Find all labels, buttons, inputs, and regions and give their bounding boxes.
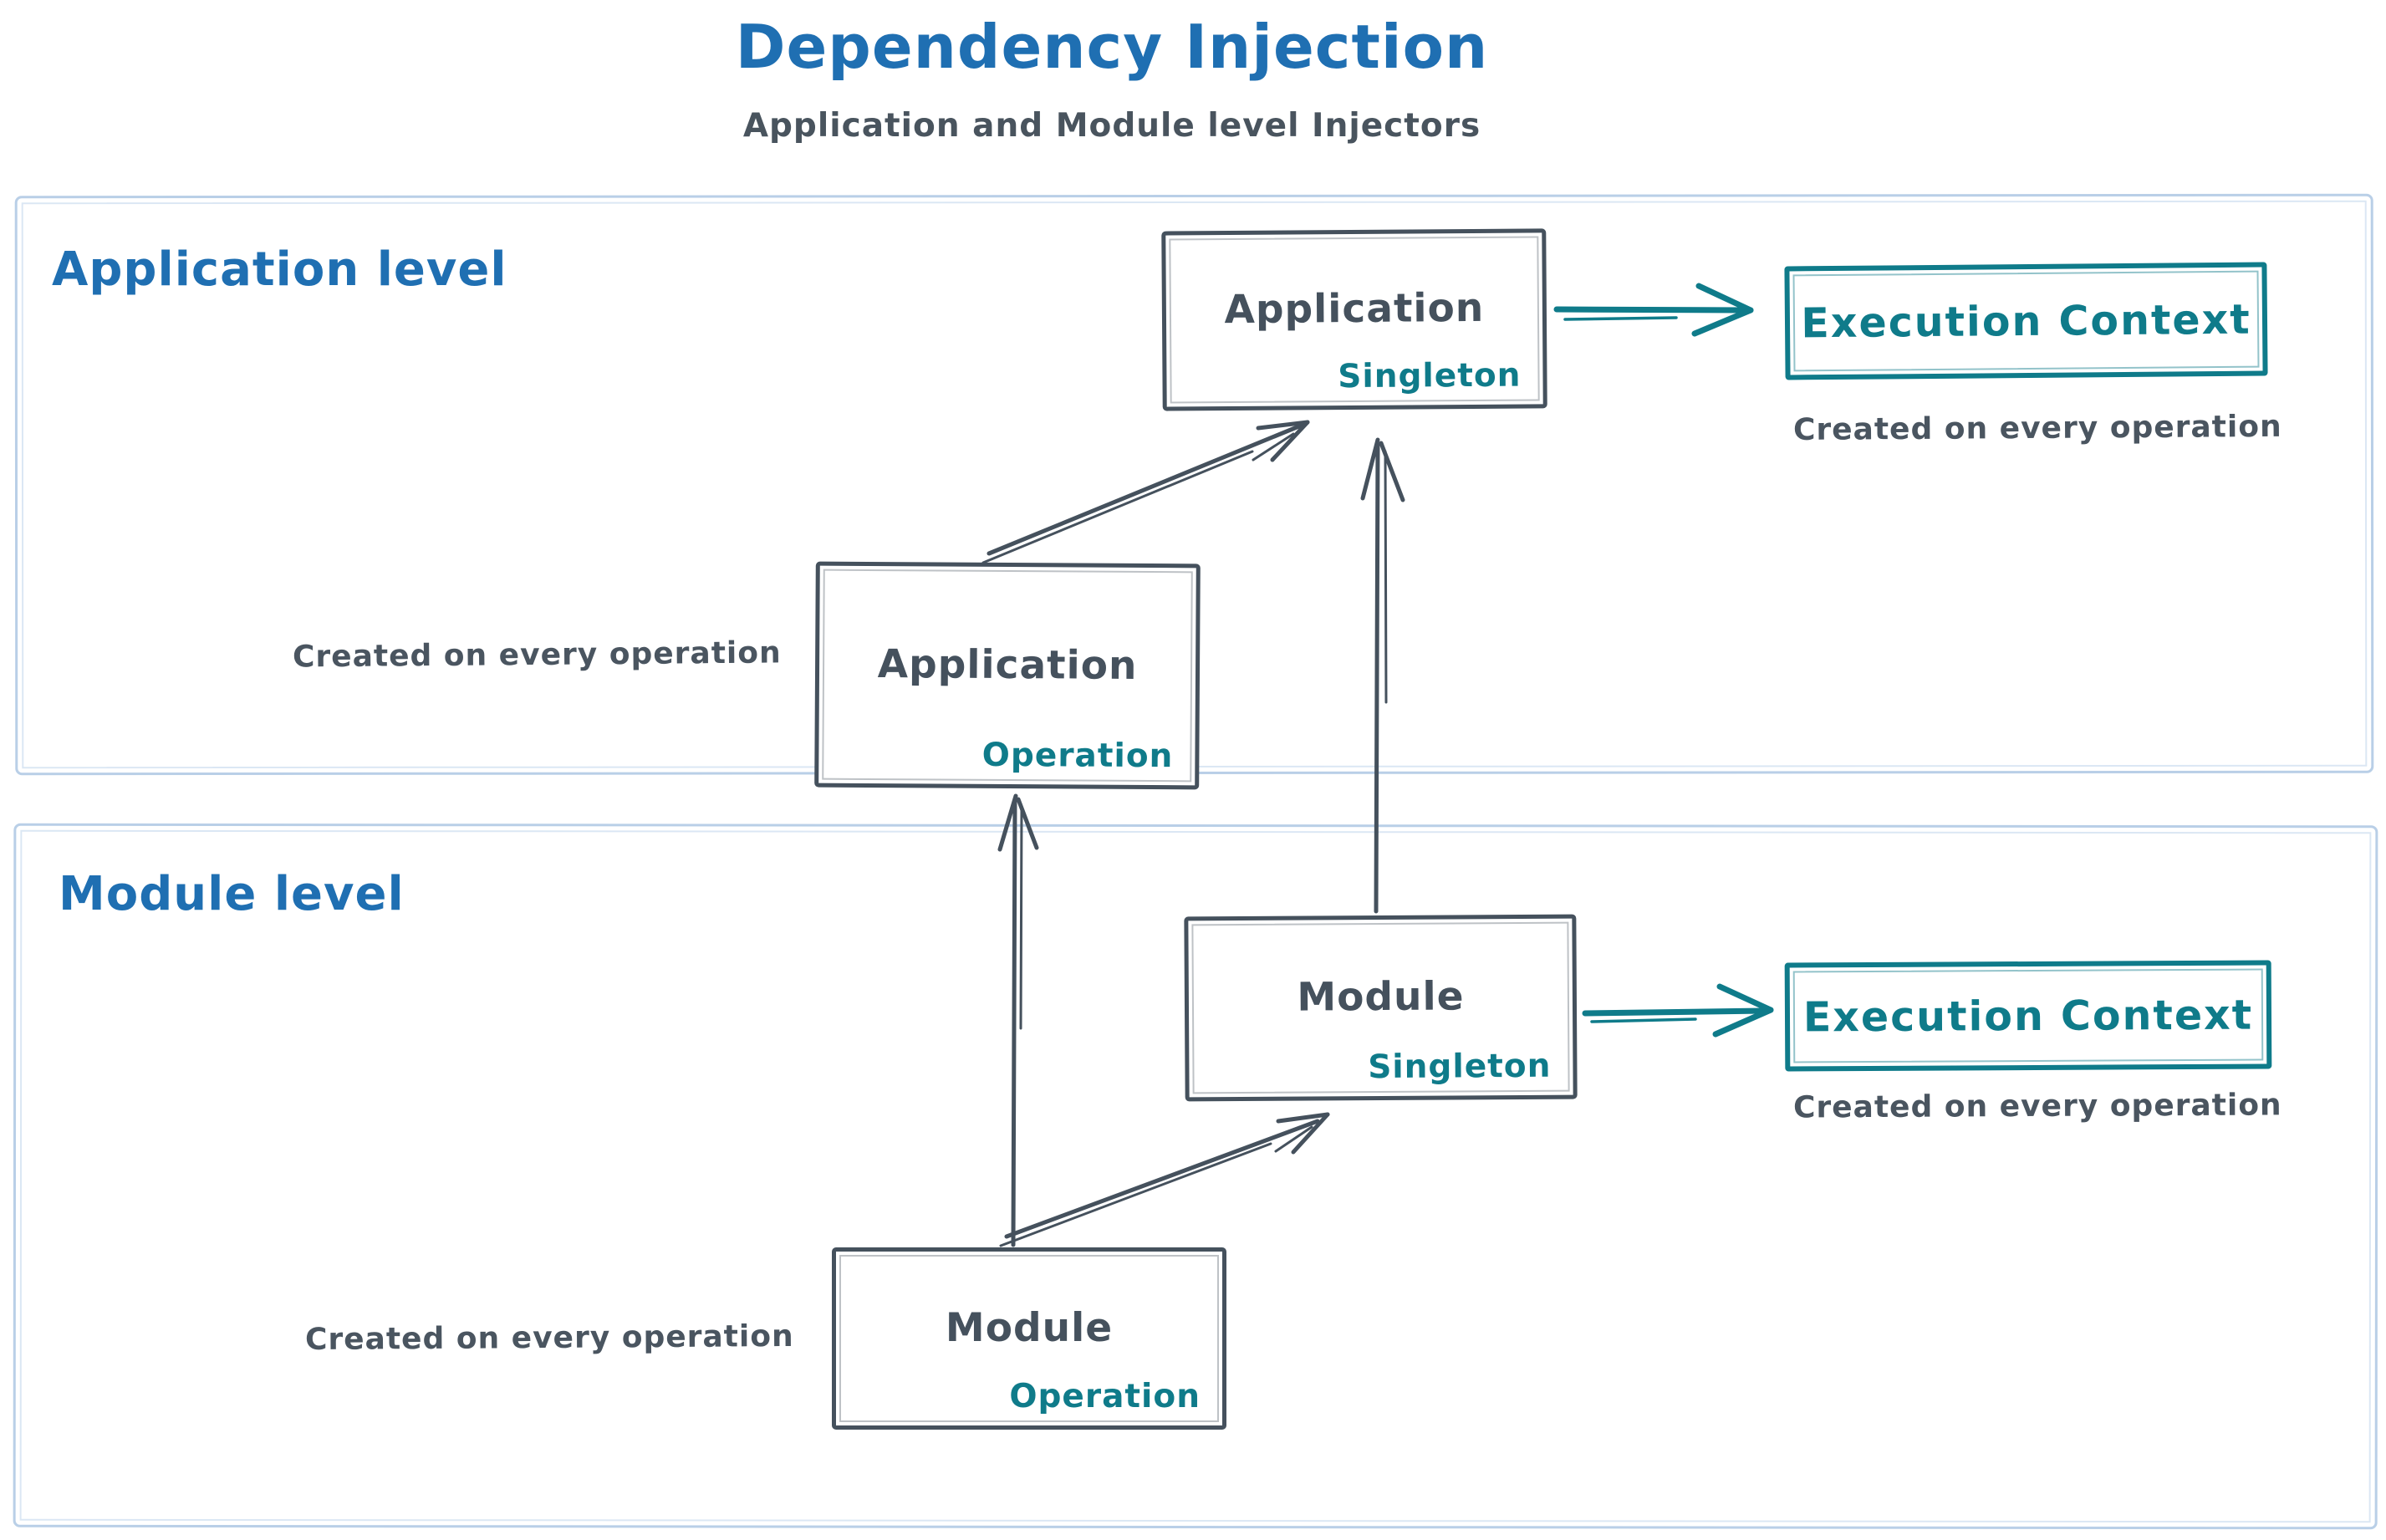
app-operation-tag: Operation [981, 736, 1174, 776]
app-singleton-box: Application Singleton [1161, 228, 1547, 411]
app-execution-context-box: Execution Context [1784, 262, 2268, 380]
module-singleton-title: Module [1297, 973, 1465, 1021]
app-singleton-title: Application [1224, 284, 1485, 334]
module-operation-box: Module Operation [832, 1247, 1226, 1430]
app-execution-context-caption: Created on every operation [1792, 409, 2282, 447]
page-subtitle: Application and Module level Injectors [742, 107, 1481, 145]
module-operation-title: Module [945, 1304, 1114, 1351]
app-operation-title: Application [877, 640, 1138, 689]
module-execution-context-box: Execution Context [1784, 960, 2272, 1072]
page-title: Dependency Injection [735, 12, 1489, 82]
module-operation-tag: Operation [1009, 1378, 1201, 1415]
app-singleton-tag: Singleton [1338, 356, 1522, 396]
app-operation-box: Application Operation [814, 561, 1201, 790]
app-operation-caption: Created on every operation [292, 635, 782, 675]
module-operation-caption: Created on every operation [304, 1318, 794, 1358]
module-singleton-box: Module Singleton [1184, 914, 1578, 1102]
module-level-label: Module level [59, 867, 405, 921]
application-level-label: Application level [52, 242, 507, 297]
module-execution-context-label: Execution Context [1802, 991, 2254, 1041]
module-execution-context-caption: Created on every operation [1792, 1088, 2282, 1125]
app-execution-context-label: Execution Context [1801, 295, 2251, 347]
module-singleton-tag: Singleton [1368, 1047, 1552, 1087]
